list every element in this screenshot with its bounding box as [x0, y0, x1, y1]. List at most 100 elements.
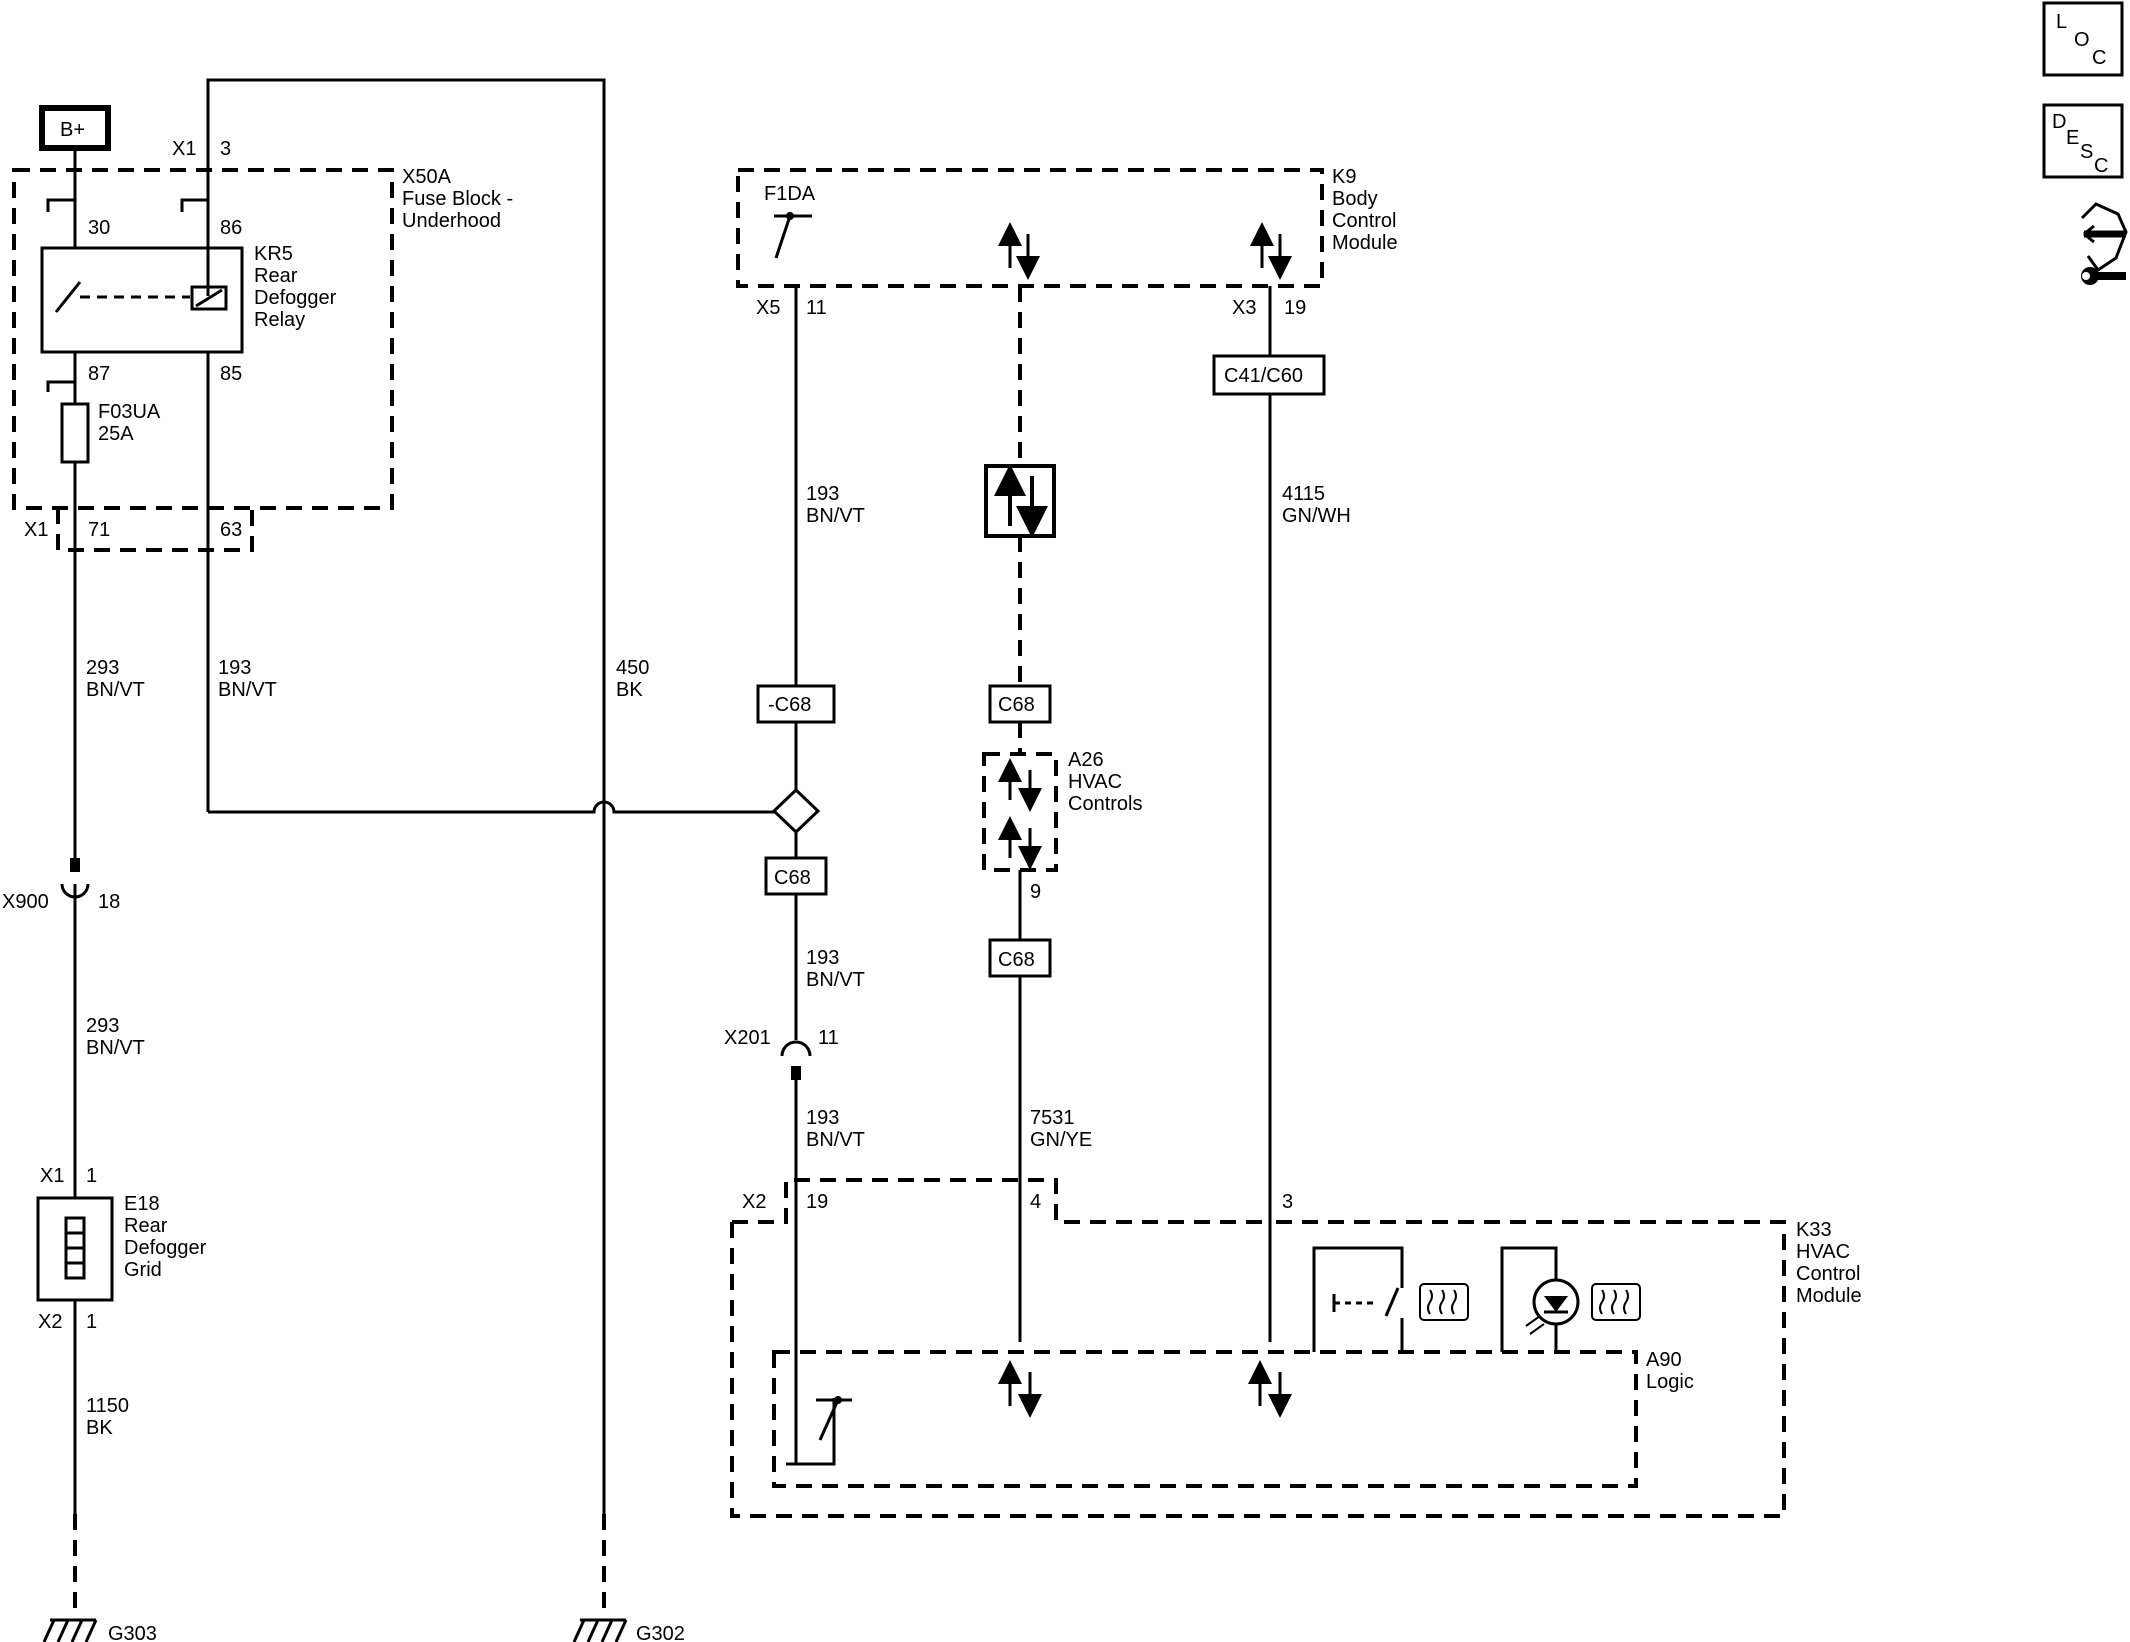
relay-terminals: [46, 198, 208, 392]
svg-text:E: E: [2066, 127, 2079, 149]
wire-label-193-d: 193 BN/VT: [806, 1107, 865, 1151]
fuse-block-name: Fuse Block -: [402, 188, 513, 210]
wire-label-193-c: 193 BN/VT: [806, 947, 865, 991]
svg-text:1150: 1150: [86, 1395, 129, 1417]
svg-text:87: 87: [88, 363, 110, 385]
connector-tool-icon[interactable]: [2080, 202, 2128, 285]
svg-text:F03UA: F03UA: [98, 401, 161, 423]
svg-text:25A: 25A: [98, 423, 134, 445]
svg-text:-C68: -C68: [768, 694, 811, 716]
relay-ref: KR5: [254, 243, 293, 265]
svg-text:X1: X1: [24, 519, 48, 541]
svg-text:Body: Body: [1332, 188, 1378, 210]
wire-label-193-b: 193 BN/VT: [806, 483, 865, 527]
svg-text:C68: C68: [774, 867, 811, 889]
wire-label-4115: 4115 GN/WH: [1282, 483, 1351, 527]
rear-defrost-icon: [1419, 1283, 1469, 1321]
serial-data-symbol: [984, 464, 1056, 538]
option-code-c68-c: C68: [988, 938, 1052, 978]
svg-text:9: 9: [1030, 881, 1041, 903]
logic-data-arrows-2: [1248, 1360, 1292, 1418]
defog-indicator-led: [1500, 1246, 1580, 1352]
svg-text:BK: BK: [616, 679, 643, 701]
svg-text:BN/VT: BN/VT: [218, 679, 277, 701]
fuse-block-name-2: Underhood: [402, 210, 501, 232]
ground-g303: G303: [42, 1618, 157, 1642]
wire-label-7531: 7531 GN/YE: [1030, 1107, 1092, 1151]
svg-text:D: D: [2052, 111, 2066, 133]
svg-text:193: 193: [806, 1107, 839, 1129]
svg-text:X5: X5: [756, 297, 780, 319]
logic-input-switch: [816, 1396, 852, 1464]
location-icon[interactable]: L O C: [2042, 1, 2124, 77]
svg-text:71: 71: [88, 519, 110, 541]
svg-text:293: 293: [86, 1015, 119, 1037]
svg-text:Rear: Rear: [124, 1215, 168, 1237]
svg-text:193: 193: [806, 483, 839, 505]
hvac-control-module: K33 HVAC Control Module X2 19 4 3: [730, 1178, 1862, 1518]
option-code-c68-a: C68: [764, 856, 828, 896]
svg-text:HVAC: HVAC: [1068, 771, 1122, 793]
svg-text:450: 450: [616, 657, 649, 679]
svg-text:Module: Module: [1332, 232, 1398, 254]
rear-defogger-grid: X1 1 E18 Rear Defogger Grid X2 1: [36, 1165, 207, 1333]
svg-text:GN/YE: GN/YE: [1030, 1129, 1092, 1151]
svg-text:X2: X2: [38, 1311, 62, 1333]
wire-label-1150: 1150 BK: [86, 1395, 129, 1439]
svg-text:1: 1: [86, 1165, 97, 1187]
option-code-neg-c68: -C68: [756, 684, 836, 724]
battery-positive-label: B+: [39, 105, 111, 151]
wire-label-450: 450 BK: [616, 657, 649, 701]
svg-text:K33: K33: [1796, 1219, 1832, 1241]
svg-text:A26: A26: [1068, 749, 1104, 771]
fuse-block-underhood: X50A Fuse Block - Underhood X1 3 X1 71 6…: [12, 138, 513, 552]
bcm-data-arrows-1: [998, 222, 1040, 280]
svg-text:4115: 4115: [1282, 483, 1325, 505]
svg-text:293: 293: [86, 657, 119, 679]
fuse-f03ua: F03UA 25A: [60, 401, 161, 464]
svg-text:86: 86: [220, 217, 242, 239]
svg-text:C68: C68: [998, 949, 1035, 971]
rear-defog-switch: [1312, 1246, 1404, 1352]
option-code-c68-b: C68: [988, 684, 1052, 724]
svg-text:19: 19: [806, 1191, 828, 1213]
svg-text:G302: G302: [636, 1623, 685, 1642]
svg-text:X201: X201: [724, 1027, 771, 1049]
svg-text:63: 63: [220, 519, 242, 541]
svg-text:B+: B+: [60, 119, 85, 141]
svg-text:C: C: [2092, 47, 2106, 69]
svg-text:X2: X2: [742, 1191, 766, 1213]
hvac-controls-a26: A26 HVAC Controls 9: [982, 749, 1142, 903]
wire-label-193-a: 193 BN/VT: [218, 657, 277, 701]
inline-connector-x201: X201 11: [724, 1027, 839, 1080]
svg-text:Defogger: Defogger: [124, 1237, 207, 1259]
logic-data-arrows-1: [998, 1360, 1042, 1418]
svg-text:Module: Module: [1796, 1285, 1862, 1307]
description-icon[interactable]: D E S C: [2042, 103, 2124, 179]
svg-text:BN/VT: BN/VT: [806, 969, 865, 991]
svg-text:193: 193: [806, 947, 839, 969]
svg-text:GN/WH: GN/WH: [1282, 505, 1351, 527]
svg-text:A90: A90: [1646, 1349, 1682, 1371]
svg-text:X1: X1: [172, 138, 196, 160]
svg-text:Defogger: Defogger: [254, 287, 337, 309]
ground-g302: G302: [572, 1618, 685, 1642]
switch-f1da: [774, 212, 812, 259]
svg-text:L: L: [2056, 11, 2067, 33]
svg-text:HVAC: HVAC: [1796, 1241, 1850, 1263]
svg-text:X3: X3: [1232, 297, 1256, 319]
wire-193-column: [786, 286, 836, 1466]
rear-defrost-indicator-icon: [1591, 1283, 1641, 1321]
bcm-data-arrows-2: [1250, 222, 1292, 280]
svg-text:S: S: [2080, 141, 2093, 163]
svg-text:30: 30: [88, 217, 110, 239]
svg-text:C41/C60: C41/C60: [1224, 365, 1303, 387]
inline-connector-x900: X900 18: [2, 858, 120, 913]
svg-text:1: 1: [86, 1311, 97, 1333]
svg-text:BN/VT: BN/VT: [86, 679, 145, 701]
fuse-block-ref: X50A: [402, 166, 452, 188]
svg-text:Control: Control: [1796, 1263, 1860, 1285]
wire-label-293-b: 293 BN/VT: [86, 1015, 145, 1059]
svg-text:X1: X1: [40, 1165, 64, 1187]
wire-193-loop: [206, 78, 776, 1618]
